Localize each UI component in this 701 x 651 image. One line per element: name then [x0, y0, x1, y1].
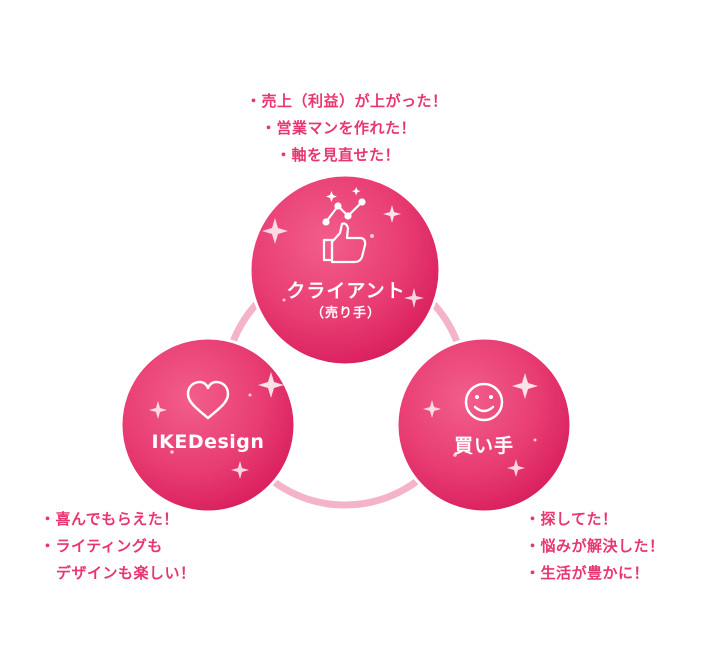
- client-subtitle: （売り手）: [310, 306, 382, 321]
- client-benefits: ・売上（利益）が上がった！ ・営業マンを作れた！ ・軸を見直せた！: [246, 88, 448, 169]
- client-title: クライアント: [286, 280, 406, 302]
- sparkles: [262, 205, 424, 308]
- buyer-title: 買い手: [453, 435, 515, 457]
- ike-benefits: ・喜んでもらえた！ ・ライティングも デザインも楽しい！: [40, 506, 196, 587]
- benefit-item: ・軸を見直せた！: [276, 146, 401, 164]
- sparkles: [149, 372, 284, 479]
- growth-thumbs-up-icon: [322, 187, 367, 264]
- client-node: [248, 173, 442, 367]
- benefit-item: ・ライティングも: [40, 537, 163, 555]
- benefit-item: ・探してた！: [525, 510, 618, 528]
- ike-title: IKEDesign: [151, 431, 265, 453]
- benefit-item: ・売上（利益）が上がった！: [246, 92, 448, 110]
- smiley-face-icon: [464, 382, 504, 422]
- sparkles: [423, 373, 538, 477]
- ike-node: [119, 336, 297, 514]
- benefit-item: ・喜んでもらえた！: [40, 510, 179, 528]
- benefit-item: デザインも楽しい！: [56, 564, 196, 582]
- benefit-item: ・営業マンを作れた！: [261, 119, 417, 137]
- buyer-benefits: ・探してた！ ・悩みが解決した！ ・生活が豊かに！: [525, 506, 665, 587]
- benefit-item: ・悩みが解決した！: [525, 537, 665, 555]
- benefit-item: ・生活が豊かに！: [525, 564, 650, 582]
- buyer-node: [395, 336, 573, 514]
- heart-icon: [186, 380, 230, 420]
